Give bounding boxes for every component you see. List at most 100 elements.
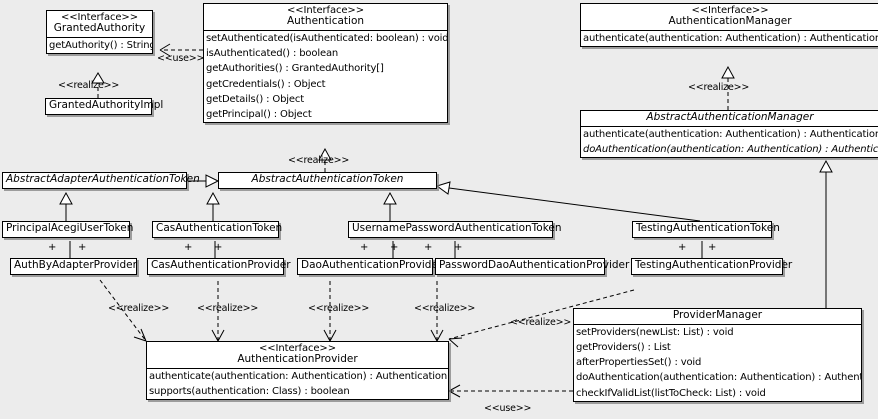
class-box-dao-authentication-provider[interactable]: DaoAuthenticationProvider (297, 258, 443, 275)
class-box-authentication-provider[interactable]: <<Interface>> AuthenticationProvider aut… (146, 341, 449, 401)
member-row: authenticate(authentication: Authenticat… (149, 370, 448, 382)
relationship-label-realize-dao-provider: <<realize>> (308, 303, 370, 314)
class-header-authentication: <<Interface>> Authentication (204, 4, 447, 31)
class-name-label: GrantedAuthorityImpl (49, 99, 164, 111)
class-header-testing-authentication-token: TestingAuthenticationToken (633, 222, 780, 237)
class-box-username-password-authentication-token[interactable]: UsernamePasswordAuthenticationToken (348, 221, 562, 238)
open-arrow-passworddaoprovider (430, 329, 444, 342)
class-name-label: AuthByAdapterProvider (14, 259, 137, 271)
stereotype-label: <<Interface>> (287, 5, 364, 16)
class-header-password-dao-authentication-provider: PasswordDaoAuthenticationProvider (436, 259, 630, 274)
relationship-label-realize-provider-manager: <<realize>> (510, 317, 572, 328)
class-name-label: AbstractAuthenticationManager (646, 111, 814, 123)
class-box-granted-authority[interactable]: <<Interface>> GrantedAuthority getAuthor… (46, 10, 153, 55)
class-header-abstract-adapter-authentication-token: AbstractAdapterAuthenticationToken (3, 173, 200, 188)
member-row: setAuthenticated(isAuthenticated: boolea… (206, 32, 447, 44)
class-header-granted-authority: <<Interface>> GrantedAuthority (47, 11, 152, 38)
member-row: getCredentials() : Object (206, 78, 326, 90)
class-box-provider-manager[interactable]: ProviderManager setProviders(newList: Li… (573, 308, 862, 402)
class-header-principal-acegi-user-token: PrincipalAcegiUserToken (3, 222, 134, 237)
class-name-label: AuthenticationManager (668, 15, 792, 28)
class-box-principal-acegi-user-token[interactable]: PrincipalAcegiUserToken (2, 221, 134, 238)
member-row: getProviders() : List (576, 341, 671, 353)
class-header-username-password-authentication-token: UsernamePasswordAuthenticationToken (349, 222, 562, 237)
class-box-cas-authentication-token[interactable]: CasAuthenticationToken (152, 221, 282, 238)
class-name-label: AuthenticationProvider (237, 353, 358, 366)
class-header-testing-authentication-provider: TestingAuthenticationProvider (632, 259, 793, 274)
class-box-testing-authentication-provider[interactable]: TestingAuthenticationProvider (631, 258, 793, 275)
class-members-authentication-provider: authenticate(authentication: Authenticat… (147, 369, 448, 399)
class-box-granted-authority-impl[interactable]: GrantedAuthorityImpl (45, 98, 164, 115)
open-arrow-testingprovider (448, 337, 463, 348)
class-box-password-dao-authentication-provider[interactable]: PasswordDaoAuthenticationProvider (435, 258, 630, 275)
class-name-label: TestingAuthenticationProvider (635, 259, 793, 271)
class-header-provider-manager: ProviderManager (574, 309, 861, 325)
association-marker-plus: + (708, 242, 717, 253)
class-name-label: PasswordDaoAuthenticationProvider (439, 259, 630, 271)
relationship-label-realize-cas-provider: <<realize>> (197, 303, 259, 314)
class-box-abstract-authentication-token[interactable]: AbstractAuthenticationToken (218, 172, 437, 189)
class-header-cas-authentication-token: CasAuthenticationToken (153, 222, 282, 237)
class-members-provider-manager: setProviders(newList: List) : void getPr… (574, 325, 861, 401)
class-box-testing-authentication-token[interactable]: TestingAuthenticationToken (632, 221, 780, 238)
member-row: doAuthentication(authentication: Authent… (583, 143, 878, 155)
relationship-label-use-granted-authority: <<use>> (157, 53, 205, 64)
class-header-cas-authentication-provider: CasAuthenticationProvider (148, 259, 291, 274)
association-marker-plus: + (184, 242, 193, 253)
class-members-authentication: setAuthenticated(isAuthenticated: boolea… (204, 31, 447, 122)
association-marker-plus: + (360, 242, 369, 253)
relationship-label-realize-granted-authority-impl: <<realize>> (58, 80, 120, 91)
class-name-label: UsernamePasswordAuthenticationToken (352, 222, 562, 234)
open-arrow-casprovider (211, 329, 225, 342)
association-marker-plus: + (214, 242, 223, 253)
generalization-triangle-abstracttoken-upat (383, 191, 397, 205)
class-name-label: Authentication (286, 15, 365, 28)
open-arrow-authbyadapter (133, 328, 147, 342)
generalization-link-testingauthtoken (448, 187, 701, 222)
class-header-dao-authentication-provider: DaoAuthenticationProvider (298, 259, 443, 274)
relationship-label-use-provider-manager: <<use>> (484, 403, 532, 414)
class-members-abstract-authentication-manager: authenticate(authentication: Authenticat… (581, 127, 878, 157)
class-box-abstract-adapter-authentication-token[interactable]: AbstractAdapterAuthenticationToken (2, 172, 200, 189)
association-marker-plus: + (454, 242, 463, 253)
open-arrow-daoprovider (323, 329, 337, 342)
class-name-label: AbstractAuthenticationToken (251, 173, 404, 185)
generalization-triangle-adaptertoken (59, 191, 73, 205)
class-members-authentication-manager: authenticate(authentication: Authenticat… (581, 31, 878, 46)
member-row: getPrincipal() : Object (206, 108, 312, 120)
class-header-abstract-authentication-token: AbstractAuthenticationToken (219, 173, 436, 188)
generalization-triangle-abstracttoken-cas (206, 191, 220, 205)
association-marker-plus: + (678, 242, 687, 253)
stereotype-label: <<Interface>> (691, 5, 769, 16)
generalization-triangle-abstracttoken-testing (435, 181, 451, 195)
class-box-abstract-authentication-manager[interactable]: AbstractAuthenticationManager authentica… (580, 110, 878, 159)
class-box-cas-authentication-provider[interactable]: CasAuthenticationProvider (147, 258, 291, 275)
stereotype-label: <<Interface>> (259, 343, 336, 354)
class-header-granted-authority-impl: GrantedAuthorityImpl (46, 99, 164, 114)
class-name-label: AbstractAdapterAuthenticationToken (6, 173, 200, 185)
class-members-granted-authority: getAuthority() : String (47, 38, 152, 53)
member-row: isAuthenticated() : boolean (206, 48, 339, 60)
member-row: checkIfValidList(listToCheck: List) : vo… (576, 387, 766, 399)
association-marker-plus: + (78, 242, 87, 253)
class-name-label: TestingAuthenticationToken (636, 222, 780, 234)
member-row: authenticate(authentication: Authenticat… (583, 32, 878, 44)
class-box-auth-by-adapter-provider[interactable]: AuthByAdapterProvider (10, 258, 137, 275)
class-box-authentication[interactable]: <<Interface>> Authentication setAuthenti… (203, 3, 448, 124)
class-box-authentication-manager[interactable]: <<Interface>> AuthenticationManager auth… (580, 3, 878, 48)
member-row: getDetails() : Object (206, 93, 305, 105)
class-name-label: ProviderManager (672, 309, 763, 321)
generalization-triangle-abstractauthmanager (819, 159, 833, 173)
class-name-label: PrincipalAcegiUserToken (6, 222, 134, 234)
association-marker-plus: + (390, 242, 399, 253)
class-name-label: GrantedAuthority (53, 22, 146, 35)
member-row: authenticate(authentication: Authenticat… (583, 128, 878, 140)
relationship-label-realize-abstract-auth-manager: <<realize>> (688, 82, 750, 93)
relationship-label-realize-auth-by-adapter: <<realize>> (108, 303, 170, 314)
class-header-authentication-manager: <<Interface>> AuthenticationManager (581, 4, 878, 31)
generalization-triangle-left (205, 174, 220, 188)
class-name-label: CasAuthenticationProvider (151, 259, 291, 271)
class-name-label: DaoAuthenticationProvider (301, 259, 443, 271)
association-marker-plus: + (48, 242, 57, 253)
relationship-label-realize-abstract-auth-token: <<realize>> (288, 155, 350, 166)
